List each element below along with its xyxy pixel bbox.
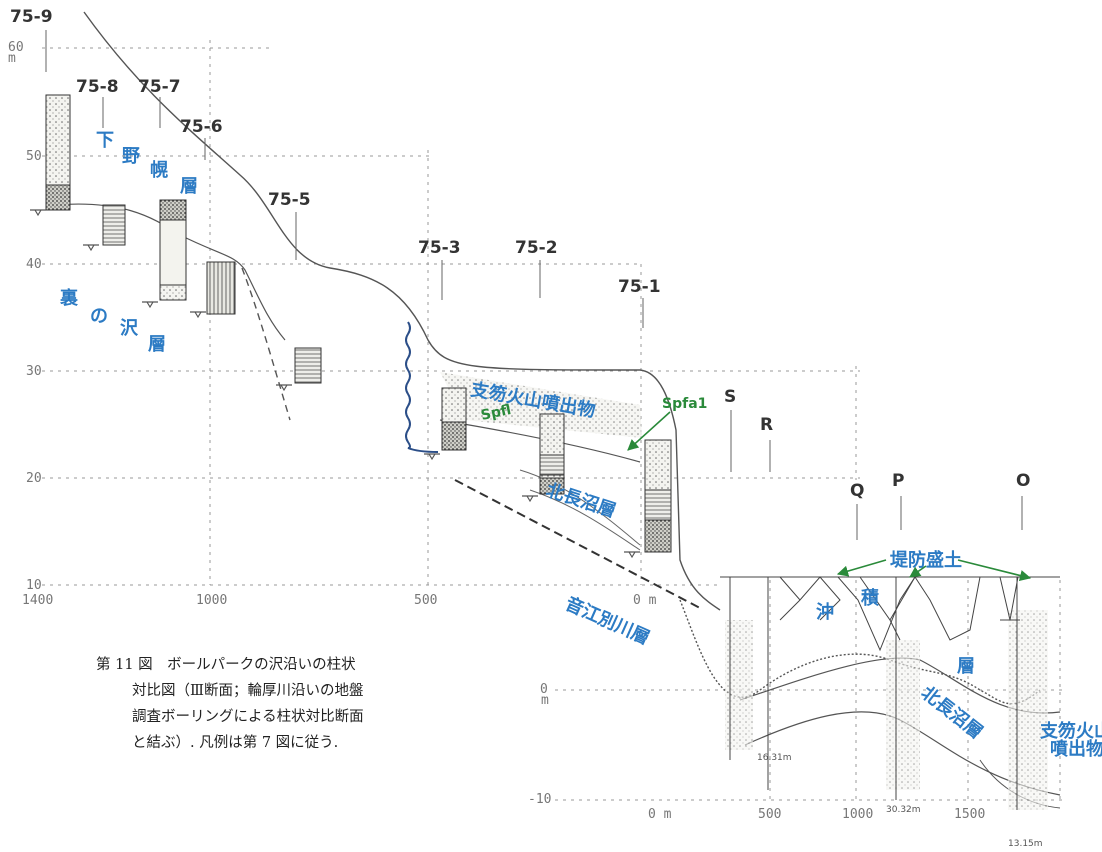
water-table-symbols — [30, 209, 640, 559]
dist-lower-500: 500 — [758, 807, 781, 822]
caption-line-4: と結ぶ）. 凡例は第 7 図に従う. — [132, 735, 339, 751]
label-75-8: 75-8 — [76, 77, 119, 97]
label-Q: Q — [850, 481, 864, 501]
dist-0: 0 m — [633, 593, 657, 608]
label-kitanaganuma-upper: 北長沼層 — [544, 479, 619, 521]
lower-dot-zone-3 — [1008, 610, 1048, 810]
tick-60: 60 — [8, 40, 24, 55]
label-75-6: 75-6 — [180, 117, 223, 137]
shikotsu-upper-fill — [440, 372, 642, 438]
tick-50: 50 — [26, 149, 42, 164]
tick-0: 0 — [540, 682, 548, 697]
distance-axis-upper: 1400 1000 500 0 m — [22, 593, 657, 608]
dist-lower-0: 0 m — [648, 807, 672, 822]
depth-labels: 16.31m 30.32m 13.15m — [757, 753, 1043, 849]
label-shikotsu-lower-1: 支笏火山 — [1039, 720, 1102, 741]
tick-unit-top: m — [8, 51, 16, 66]
label-uranosawa-4: 層 — [148, 334, 166, 354]
grid-upper — [42, 40, 860, 586]
label-75-7: 75-7 — [138, 77, 181, 97]
tick-unit-zero: m — [541, 693, 549, 708]
dist-500: 500 — [414, 593, 437, 608]
tick-40: 40 — [26, 257, 42, 272]
label-75-1: 75-1 — [618, 277, 661, 297]
embankment-arrows — [836, 559, 1032, 581]
depth-label-3: 13.15m — [1008, 839, 1043, 849]
label-uranosawa-1: 裏 — [59, 287, 79, 308]
label-S: S — [724, 387, 736, 407]
caption-line-2: 対比図（Ⅲ断面；輪厚川沿いの地盤 — [132, 683, 364, 699]
label-shimo-nopporo-4: 層 — [180, 176, 198, 196]
label-shikotsu-lower-2: 噴出物 — [1050, 738, 1102, 759]
grid-lower — [555, 580, 1062, 801]
tick-20: 20 — [26, 471, 42, 486]
borehole-columns — [45, 94, 672, 553]
label-kitanaganuma-lower: 北長沼層 — [918, 682, 988, 743]
borehole-labels: 75-9 75-8 75-7 75-6 75-5 75-3 75-2 75-1 … — [10, 7, 1030, 540]
dist-lower-1500: 1500 — [954, 807, 985, 822]
label-shimo-nopporo-3: 幌 — [150, 159, 168, 180]
caption-line-3: 調査ボーリングによる柱状対比断面 — [132, 709, 364, 725]
label-embankment: 堤防盛土 — [890, 549, 962, 570]
lower-dot-zone-1 — [725, 620, 753, 750]
column-75-5 — [294, 347, 322, 384]
dist-1400: 1400 — [22, 593, 53, 608]
kitanaganuma-lines — [519, 469, 641, 551]
label-75-2: 75-2 — [515, 238, 558, 258]
label-75-9: 75-9 — [10, 7, 53, 27]
figure-caption: 第 11 図 ボールパークの沢沿いの柱状 対比図（Ⅲ断面；輪厚川沿いの地盤 調査… — [96, 652, 426, 756]
lower-wavy-contact — [679, 599, 1041, 705]
marker-spfa1: Spfa1 — [662, 396, 707, 412]
lower-dot-zone-2 — [886, 640, 920, 790]
tick-minus10: -10 — [528, 792, 551, 807]
depth-label-1: 16.31m — [757, 753, 792, 763]
column-75-8 — [102, 204, 126, 246]
label-shimo-nopporo-2: 野 — [122, 146, 140, 166]
ground-wavy-blue — [405, 321, 439, 453]
label-75-5: 75-5 — [268, 190, 311, 210]
label-75-3: 75-3 — [418, 238, 461, 258]
label-alluvium-2: 積 — [860, 587, 880, 608]
dist-lower-1000: 1000 — [842, 807, 873, 822]
inferred-boundary-dashed — [241, 267, 291, 421]
tick-30: 30 — [26, 364, 42, 379]
tick-10: 10 — [26, 578, 42, 593]
ground-surface-line — [83, 11, 721, 611]
label-R: R — [760, 415, 773, 435]
marker-spfl: Spfl — [480, 402, 513, 424]
dashed-fault-line — [454, 479, 701, 609]
distance-axis-lower: 0 m 500 1000 1500 — [648, 807, 985, 822]
caption-line-1: 第 11 図 ボールパークの沢沿いの柱状 — [96, 657, 356, 673]
depth-label-2: 30.32m — [886, 805, 921, 815]
label-P: P — [892, 471, 904, 491]
label-uranosawa-2: の — [90, 306, 108, 326]
elevation-axis: 60 m 50 40 30 20 10 0 m -10 — [8, 40, 551, 807]
label-alluvium-1: 沖 — [816, 601, 834, 622]
label-uranosawa-3: 沢 — [120, 317, 139, 338]
embankment — [720, 576, 1060, 810]
column-75-6 — [206, 261, 236, 315]
tephra-markers: Spfl Spfa1 — [480, 396, 707, 451]
label-alluvium-3: 層 — [957, 656, 975, 676]
label-O: O — [1016, 471, 1030, 491]
dist-1000: 1000 — [196, 593, 227, 608]
label-shimo-nopporo-1: 下 — [96, 130, 114, 150]
